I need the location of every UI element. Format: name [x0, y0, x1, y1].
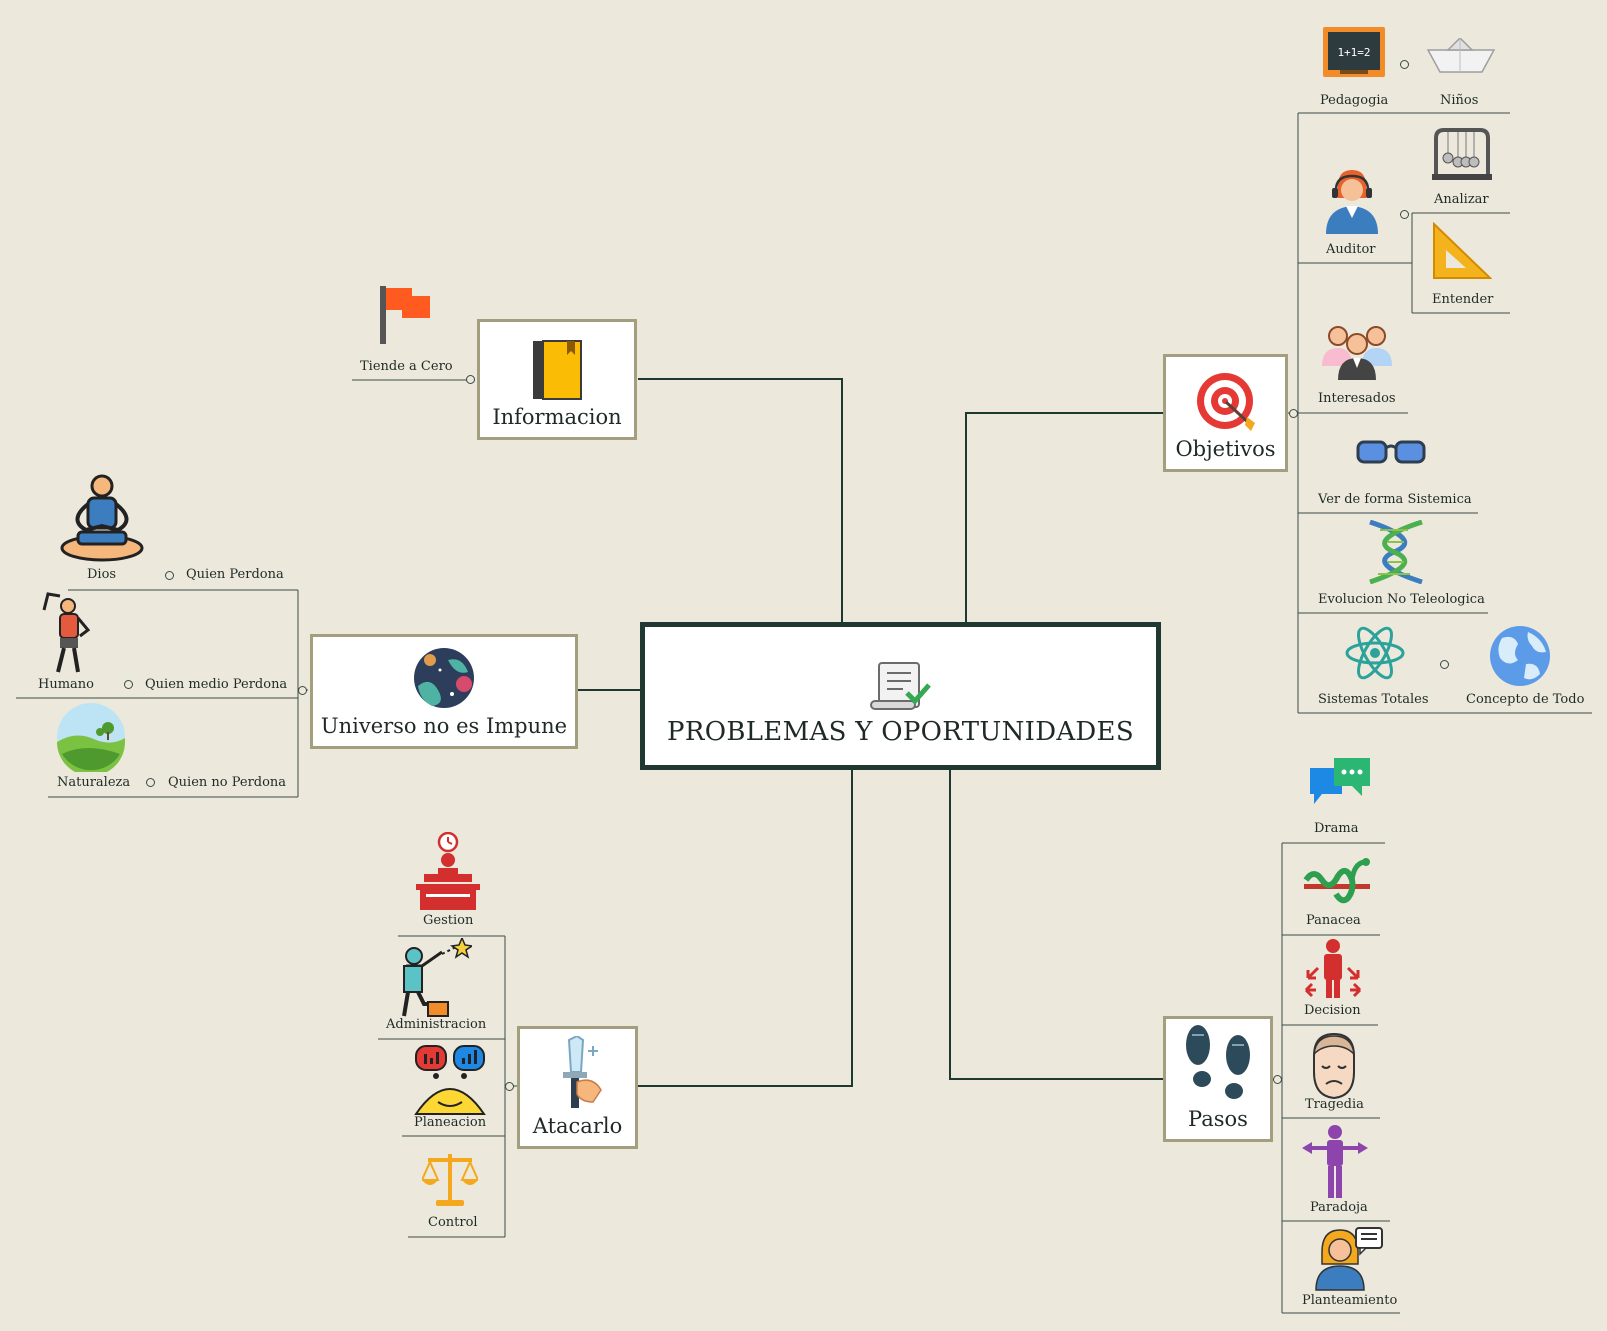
paper-boat-icon	[1426, 38, 1496, 73]
chat-bubbles-icon	[1310, 758, 1370, 804]
collapse-knob[interactable]	[1440, 660, 1449, 669]
topic-objetivos[interactable]: Objetivos	[1163, 354, 1288, 472]
leaf-sistemas-totales[interactable]: Sistemas Totales	[1318, 692, 1429, 707]
leaf-tiende-a-cero[interactable]: Tiende a Cero	[360, 359, 453, 374]
leaf-entender[interactable]: Entender	[1432, 292, 1494, 307]
auditor-icon	[1326, 170, 1378, 234]
collapse-knob[interactable]	[1289, 409, 1298, 418]
collapse-knob[interactable]	[1273, 1075, 1282, 1084]
central-topic-label: PROBLEMAS Y OPORTUNIDADES	[667, 717, 1134, 747]
scale-icon	[422, 1154, 478, 1206]
topic-label: Atacarlo	[532, 1114, 623, 1138]
snake-icon	[1303, 858, 1370, 904]
sad-face-icon	[1313, 1032, 1355, 1100]
office-desk-icon	[416, 832, 480, 910]
topic-atacarlo[interactable]: Atacarlo	[517, 1026, 638, 1149]
svg-text:1+1=2: 1+1=2	[1337, 46, 1370, 59]
topic-pasos[interactable]: Pasos	[1163, 1016, 1273, 1142]
collapse-knob[interactable]	[1400, 60, 1409, 69]
topic-label: Pasos	[1188, 1107, 1248, 1131]
leaf-dios[interactable]: Dios	[87, 567, 117, 582]
leaf-control[interactable]: Control	[428, 1215, 478, 1230]
topic-universo[interactable]: Universo no es Impune	[310, 634, 578, 749]
target-icon	[1196, 373, 1255, 431]
leaf-analizar[interactable]: Analizar	[1434, 192, 1489, 207]
collapse-knob[interactable]	[165, 571, 174, 580]
leaf-tragedia[interactable]: Tragedia	[1305, 1097, 1364, 1112]
topic-label: Objetivos	[1175, 437, 1276, 461]
leaf-quien-perdona[interactable]: Quien Perdona	[186, 567, 284, 582]
leaf-quien-medio-perdona[interactable]: Quien medio Perdona	[145, 677, 288, 692]
planet-icon	[414, 648, 474, 708]
globe-icon	[1490, 626, 1550, 686]
leaf-panacea[interactable]: Panacea	[1306, 913, 1361, 928]
decision-man-icon	[1304, 939, 1362, 998]
leaf-humano[interactable]: Humano	[38, 677, 94, 692]
book-icon	[533, 340, 582, 400]
leaf-planeacion[interactable]: Planeacion	[414, 1115, 487, 1130]
arrows-man-icon	[1302, 1125, 1368, 1198]
collapse-knob[interactable]	[298, 686, 307, 695]
glasses-icon	[1356, 440, 1426, 464]
leaf-concepto-de-todo[interactable]: Concepto de Todo	[1466, 692, 1585, 707]
topic-label: Informacion	[492, 405, 622, 429]
set-square-icon	[1433, 222, 1492, 279]
meditation-icon	[60, 474, 144, 562]
woman-speech-icon	[1315, 1227, 1383, 1291]
leaf-ver-de-forma-sistemica[interactable]: Ver de forma Sistemica	[1318, 492, 1472, 507]
thinking-charts-icon	[414, 1045, 486, 1115]
star-goal-icon	[402, 938, 472, 1017]
topic-label: Universo no es Impune	[320, 714, 568, 738]
leaf-pedagogia[interactable]: Pedagogia	[1320, 93, 1389, 108]
dna-icon	[1369, 520, 1423, 584]
atom-icon	[1345, 626, 1405, 680]
central-topic[interactable]: PROBLEMAS Y OPORTUNIDADES	[640, 622, 1161, 770]
leaf-auditor[interactable]: Auditor	[1326, 242, 1376, 257]
leaf-decision[interactable]: Decision	[1304, 1003, 1361, 1018]
chalkboard-icon: 1+1=2	[1323, 27, 1385, 77]
leaf-evolucion-no-teleologica[interactable]: Evolucion No Teleologica	[1318, 592, 1485, 607]
collapse-knob[interactable]	[505, 1082, 514, 1091]
group-people-icon	[1322, 326, 1392, 380]
leaf-quien-no-perdona[interactable]: Quien no Perdona	[168, 775, 287, 790]
collapse-knob[interactable]	[466, 375, 475, 384]
stretching-man-icon	[42, 592, 91, 673]
topic-informacion[interactable]: Informacion	[477, 319, 637, 440]
leaf-gestion[interactable]: Gestion	[423, 913, 474, 928]
leaf-planteamiento[interactable]: Planteamiento	[1302, 1293, 1398, 1308]
leaf-ninos[interactable]: Niños	[1440, 93, 1479, 108]
leaf-administracion[interactable]: Administracion	[386, 1017, 487, 1032]
newton-cradle-icon	[1432, 128, 1492, 180]
footprints-icon	[1186, 1025, 1250, 1099]
sword-hand-icon	[562, 1036, 602, 1108]
leaf-drama[interactable]: Drama	[1314, 821, 1359, 836]
collapse-knob[interactable]	[146, 778, 155, 787]
leaf-naturaleza[interactable]: Naturaleza	[57, 775, 131, 790]
flag-icon	[380, 286, 430, 344]
checklist-scroll-icon	[869, 662, 931, 710]
leaf-paradoja[interactable]: Paradoja	[1310, 1200, 1368, 1215]
collapse-knob[interactable]	[1400, 210, 1409, 219]
leaf-interesados[interactable]: Interesados	[1318, 391, 1396, 406]
landscape-icon	[57, 703, 125, 772]
collapse-knob[interactable]	[124, 680, 133, 689]
